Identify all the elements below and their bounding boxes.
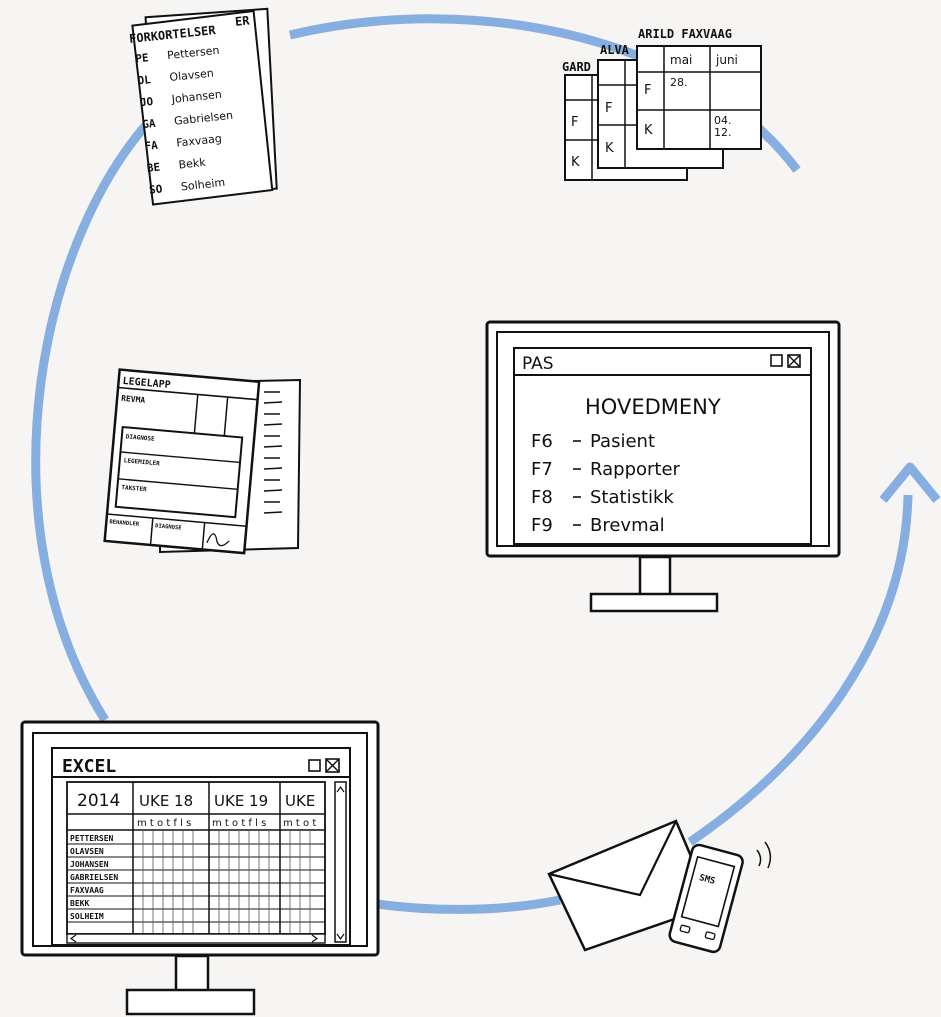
schedule-back-k: K	[571, 155, 580, 170]
excel-days-2: m t o t f l s	[212, 818, 266, 829]
mobile-phone-icon: SMS	[668, 841, 772, 954]
abbreviation-code: JO	[139, 95, 154, 109]
excel-name-cell: JOHANSEN	[70, 860, 109, 869]
pas-window-title: PAS	[522, 354, 554, 374]
abbreviation-name: Solheim	[180, 176, 225, 194]
schedule-sheet-front: ARILD FAXVAAG mai juni F K 28. 04. 12.	[636, 27, 762, 150]
excel-week-2: UKE 19	[214, 792, 268, 810]
excel-cell-grid	[67, 830, 325, 934]
schedule-back-f: F	[571, 115, 578, 130]
excel-year: 2014	[77, 791, 120, 811]
legelapp-field-takster: TAKSTER	[121, 484, 147, 493]
schedule-date-1: 28.	[670, 76, 688, 89]
legelapp-title: LEGELAPP	[122, 376, 171, 391]
excel-name-column: PETTERSEN OLAVSEN JOHANSEN GABRIELSEN FAXVAA…	[70, 834, 118, 921]
schedule-front-title: ARILD FAXVAAG	[638, 27, 732, 41]
abbreviation-code: OL	[137, 73, 152, 87]
pas-monitor-base	[589, 592, 719, 613]
pas-menu-item: Pasient	[590, 431, 655, 452]
abbreviation-name: Johansen	[170, 88, 222, 106]
legelapp-field-legemidler: LEGEMIDLER	[123, 457, 160, 467]
abbreviation-name: Gabrielsen	[173, 109, 233, 128]
scroll-down-icon[interactable]	[336, 933, 345, 941]
schedule-middle-title: ALVA	[600, 43, 630, 57]
signal-wave-icon	[764, 841, 772, 869]
excel-name-cell: GABRIELSEN	[70, 873, 118, 882]
pas-menu-item: Brevmal	[590, 515, 665, 536]
abbreviation-name: Pettersen	[167, 44, 220, 62]
abbreviation-code: BE	[146, 161, 161, 175]
pas-menu-item: Statistikk	[590, 487, 674, 508]
legelapp-subtitle: REVMA	[121, 394, 146, 405]
abbreviation-code: FA	[144, 139, 159, 153]
schedule-date-3: 12.	[714, 126, 732, 139]
schedule-month-1: mai	[670, 53, 692, 67]
abbreviation-name: Bekk	[178, 156, 207, 172]
pas-menu-item: Rapporter	[590, 459, 681, 480]
excel-days-3: m t o t	[283, 818, 316, 829]
signal-wave-icon	[756, 849, 762, 867]
horizontal-scrollbar[interactable]	[66, 933, 326, 944]
pas-menu-key: F8	[531, 487, 553, 508]
envelope-icon	[547, 819, 714, 952]
schedule-date-2: 04.	[714, 114, 732, 127]
side-scribbles	[263, 391, 283, 514]
schedule-back-title-1: GARD	[562, 60, 591, 74]
signature-icon	[206, 533, 230, 547]
excel-name-cell: PETTERSEN	[70, 834, 114, 843]
abbreviation-code: GA	[142, 117, 157, 131]
scroll-left-icon[interactable]	[69, 934, 77, 943]
schedule-front-k: K	[644, 123, 653, 138]
excel-monitor: EXCEL 2014 UKE 18 UKE 19 UKE m t o t f l…	[20, 720, 380, 1016]
close-icon[interactable]	[325, 758, 340, 773]
schedule-middle-f: F	[605, 101, 612, 116]
schedule-middle-k: K	[605, 141, 614, 156]
schedule-front-f: F	[644, 83, 651, 98]
legelapp-field-diagnose: DIAGNOSE	[126, 433, 156, 443]
excel-week-3: UKE	[285, 792, 315, 810]
excel-monitor-base	[125, 988, 256, 1016]
pas-menu-key: F9	[531, 515, 553, 536]
legelapp-footer-behandler: BEHANDLER	[109, 519, 140, 528]
excel-name-cell: BEKK	[70, 899, 89, 908]
pas-menu-key: F6	[531, 431, 553, 452]
excel-monitor-neck	[174, 954, 210, 994]
scroll-up-icon[interactable]	[336, 785, 345, 793]
legelapp-footer-diagnose: DIAGNOSE	[155, 523, 182, 531]
excel-name-cell: OLAVSEN	[70, 847, 104, 856]
excel-week-1: UKE 18	[139, 792, 193, 810]
maximize-icon[interactable]	[308, 759, 321, 772]
pas-monitor-neck	[638, 555, 672, 597]
cycle-arc-right	[687, 494, 913, 846]
excel-window-title: EXCEL	[62, 756, 116, 777]
pas-menu-title: HOVEDMENY	[585, 395, 721, 419]
pas-menu-key: F7	[531, 459, 553, 480]
close-icon[interactable]	[787, 354, 801, 368]
arrowhead-icon	[879, 462, 941, 503]
abbreviation-code: PE	[135, 51, 150, 65]
legelapp-form: LEGELAPP REVMA DIAGNOSE LEGEMIDLER TAKST…	[103, 368, 302, 555]
abbreviation-name: Olavsen	[169, 66, 215, 84]
abbreviation-name: Faxvaag	[176, 132, 223, 150]
scroll-right-icon[interactable]	[311, 934, 319, 943]
cycle-arc-bottom	[369, 895, 561, 914]
pas-window	[513, 347, 812, 545]
excel-name-cell: FAXVAAG	[70, 886, 104, 895]
excel-days-1: m t o t f l s	[137, 818, 191, 829]
svg-text:ER: ER	[234, 13, 251, 29]
vertical-scrollbar[interactable]	[334, 781, 347, 943]
excel-name-cell: SOLHEIM	[70, 912, 104, 921]
sms-label: SMS	[698, 873, 716, 887]
cycle-arc-left	[31, 106, 164, 723]
schedule-sheets: GARD F K ALVA F K ARILD FAXVAAG mai juni…	[562, 27, 762, 181]
maximize-icon[interactable]	[770, 354, 783, 367]
schedule-month-2: juni	[715, 53, 738, 67]
abbreviation-code: SO	[148, 182, 163, 196]
